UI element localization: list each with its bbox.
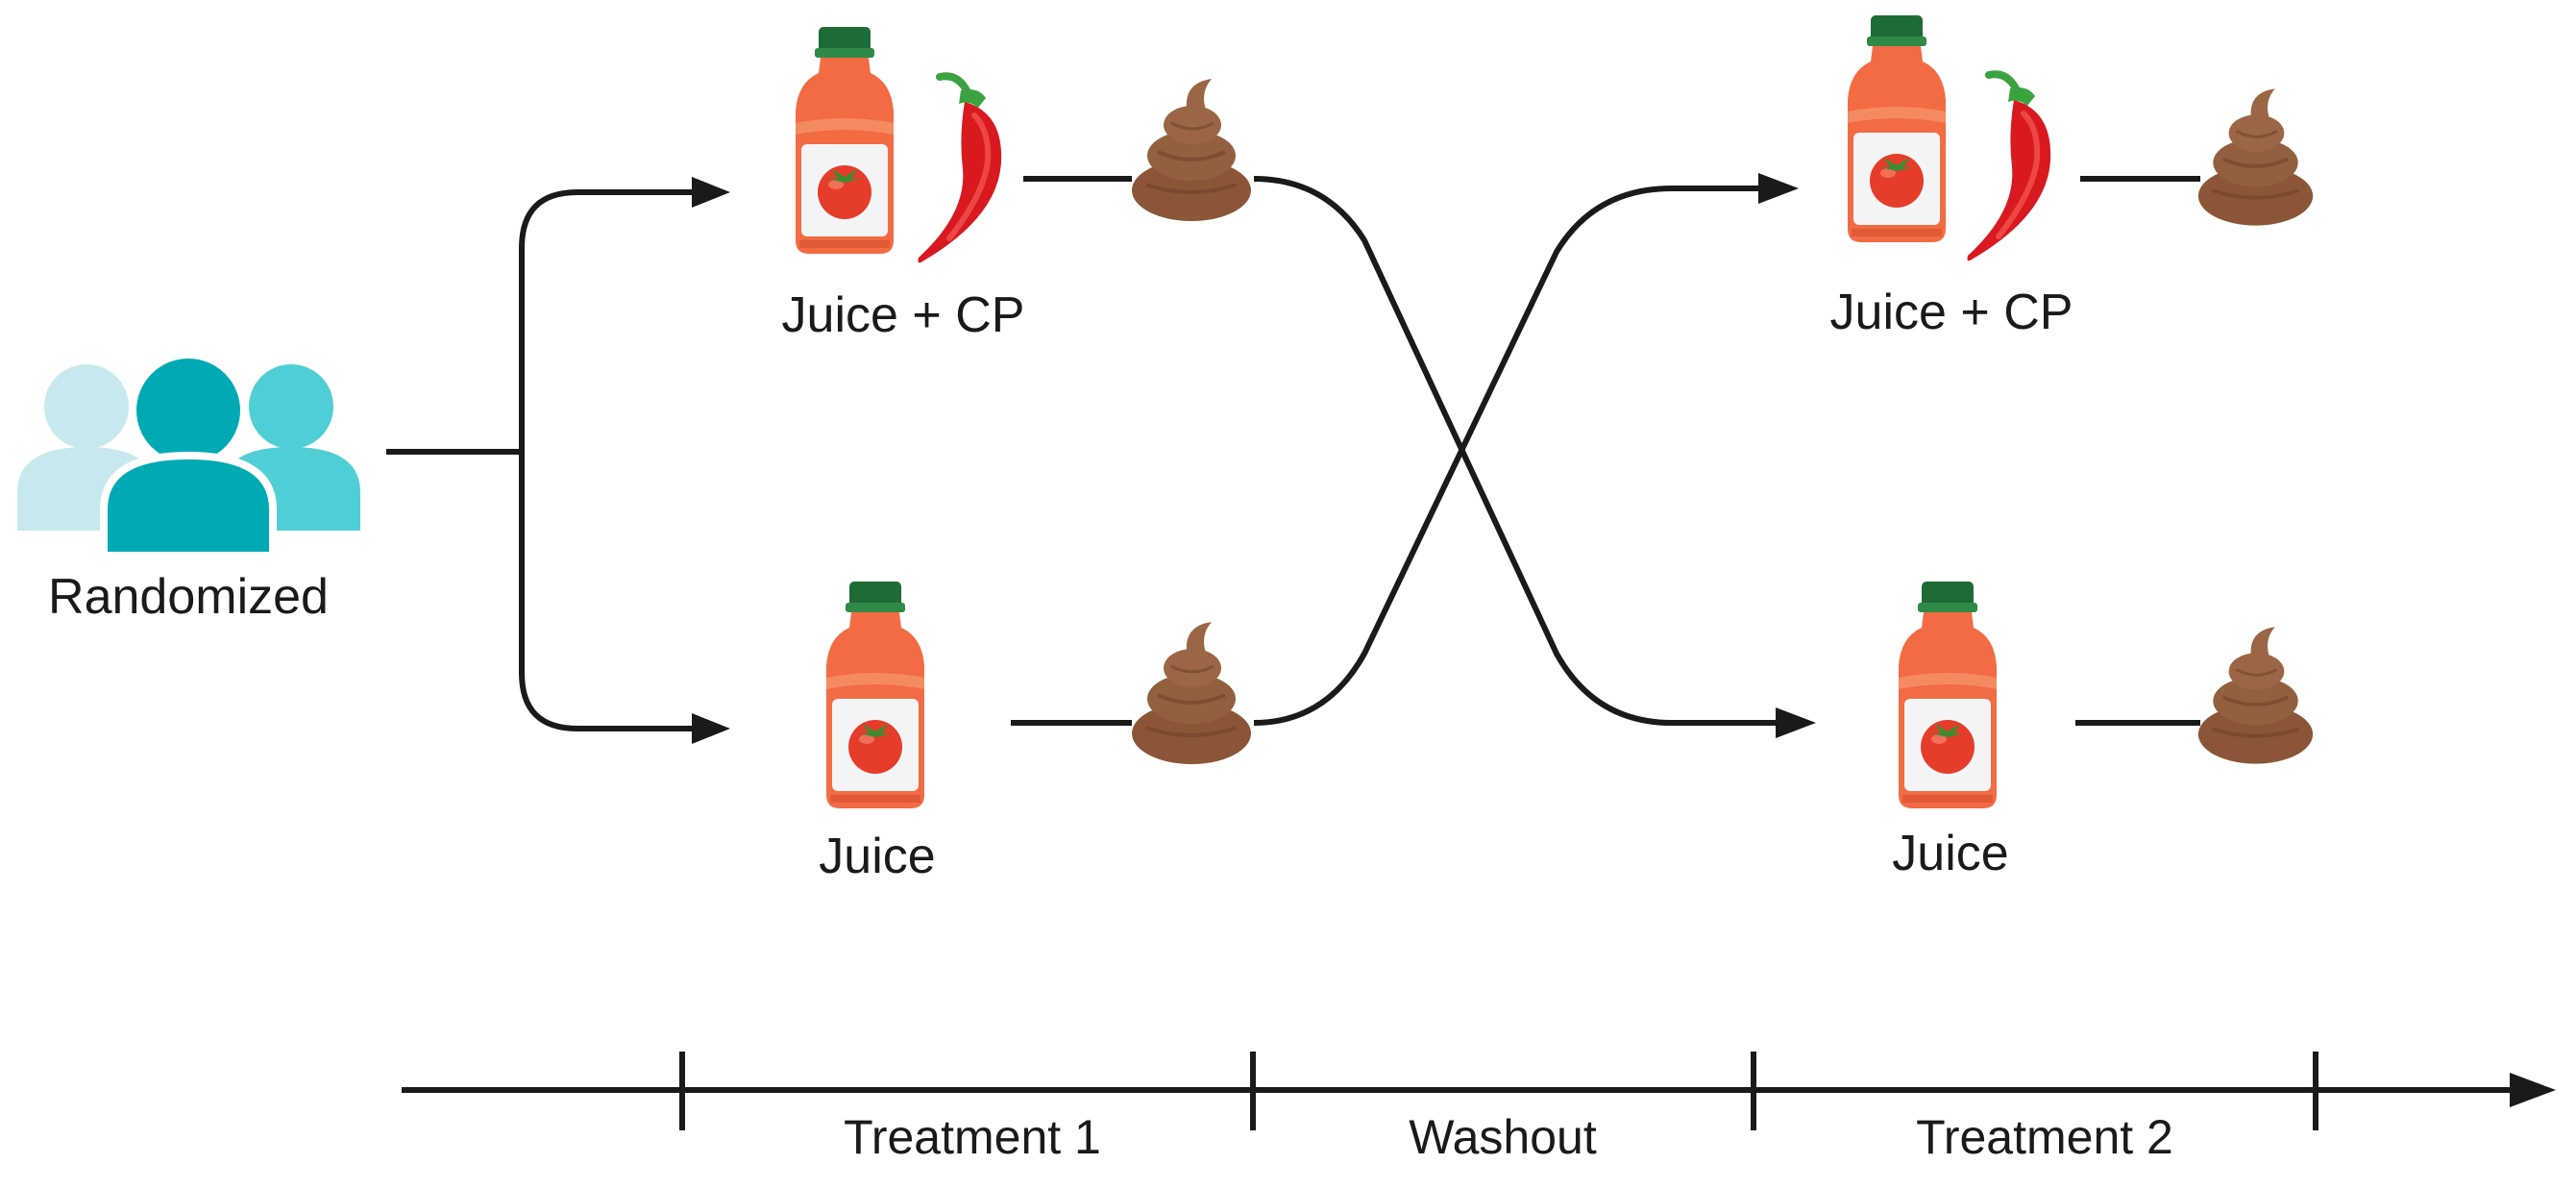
- stool-sample-icon: [1130, 77, 1253, 221]
- tomato-juice-bottle-icon: [796, 27, 894, 254]
- tomato-juice-bottle-icon: [1848, 15, 1946, 242]
- chili-pepper-icon: [1968, 74, 2051, 260]
- arrowhead-top-2: [1758, 173, 1799, 204]
- arrowhead-bottom-2: [1776, 707, 1816, 738]
- tomato-juice-bottle-icon: [1899, 582, 1997, 808]
- tomato-juice-bottle-icon: [826, 582, 924, 808]
- phase-label-washout: Washout: [1409, 1110, 1597, 1164]
- arrowhead-top-1: [692, 177, 730, 208]
- timeline-axis: [402, 1052, 2517, 1130]
- crossover-lines: [1253, 176, 1787, 726]
- juice-label-2: Juice: [1892, 826, 2008, 881]
- stool-sample-icon: [2196, 87, 2316, 226]
- people-group-icon: [17, 351, 360, 559]
- phase-label-treatment-1: Treatment 1: [844, 1110, 1101, 1164]
- phase-label-treatment-2: Treatment 2: [1916, 1110, 2173, 1164]
- juice-label-1: Juice: [819, 829, 935, 884]
- randomized-label: Randomized: [48, 569, 329, 625]
- stool-sample-icon: [2196, 625, 2316, 764]
- chili-pepper-icon: [919, 76, 1002, 262]
- timeline-arrowhead: [2510, 1073, 2556, 1107]
- stool-sample-icon: [1130, 620, 1253, 764]
- juice-cp-label-1: Juice + CP: [782, 287, 1025, 343]
- juice-cp-label-2: Juice + CP: [1830, 285, 2073, 340]
- arrowhead-bottom-1: [692, 713, 730, 744]
- randomization-branch: [386, 189, 711, 731]
